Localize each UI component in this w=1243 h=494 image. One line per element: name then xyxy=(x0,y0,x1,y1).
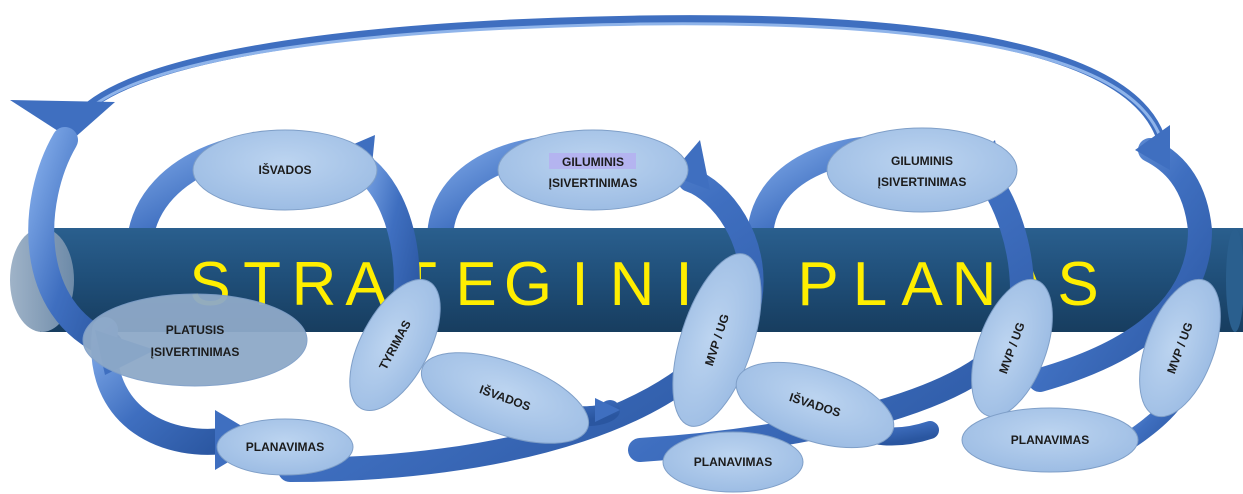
banner-letter: S xyxy=(1057,250,1098,319)
arrow-head-icon xyxy=(595,398,620,422)
banner-letter: L xyxy=(853,250,887,319)
node-label: GILUMINIS xyxy=(891,154,953,168)
node-planavimas-3: PLANAVIMAS xyxy=(961,407,1139,473)
banner-letter: N xyxy=(952,250,997,319)
banner-letter: I xyxy=(571,250,588,319)
banner-letter: N xyxy=(610,250,655,319)
node-label: PLATUSIS xyxy=(166,323,224,337)
node-label: PLANAVIMAS xyxy=(694,455,772,469)
node-planavimas-2: PLANAVIMAS xyxy=(662,431,804,493)
banner-letter: G xyxy=(504,250,552,319)
top-arrow-head-icon xyxy=(10,100,115,140)
node-label: PLANAVIMAS xyxy=(1011,433,1089,447)
text-highlight xyxy=(549,153,636,169)
banner-letter: R xyxy=(292,250,337,319)
node-label: ĮSIVERTINIMAS xyxy=(549,176,638,190)
node-tyrimas: TYRIMAS xyxy=(349,278,441,412)
node-giluminis-2: GILUMINIS ĮSIVERTINIMAS xyxy=(826,127,1018,213)
top-return-arrow-highlight xyxy=(76,22,1167,161)
node-label: GILUMINIS xyxy=(562,155,624,169)
node-mvp-1: MVP / UG xyxy=(672,253,762,427)
node-label: IŠVADOS xyxy=(258,162,311,177)
node-label: ĮSIVERTINIMAS xyxy=(878,175,967,189)
top-return-arrow xyxy=(70,15,1170,165)
node-mvp-3: MVP / UG xyxy=(1139,278,1221,418)
arrow-head-icon xyxy=(1135,125,1170,170)
banner-letter: E xyxy=(455,250,496,319)
node-mvp-2: MVP / UG xyxy=(971,278,1053,418)
node-giluminis-1: GILUMINIS ĮSIVERTINIMAS xyxy=(497,129,689,211)
node-isvados-mid-1: IŠVADOS xyxy=(420,352,590,444)
node-planavimas-1: PLANAVIMAS xyxy=(216,418,354,476)
node-isvados-top: IŠVADOS xyxy=(192,129,378,211)
node-label: ĮSIVERTINIMAS xyxy=(151,345,240,359)
node-platusis: PLATUSIS ĮSIVERTINIMAS xyxy=(82,293,308,387)
node-isvados-mid-2: IŠVADOS xyxy=(735,361,895,449)
banner-title: STRATEGINISPLANAS xyxy=(189,250,1098,319)
banner-letter: P xyxy=(797,250,838,319)
banner-letter: A xyxy=(901,250,943,319)
banner-letter: I xyxy=(675,250,692,319)
node-label: PLANAVIMAS xyxy=(246,440,324,454)
